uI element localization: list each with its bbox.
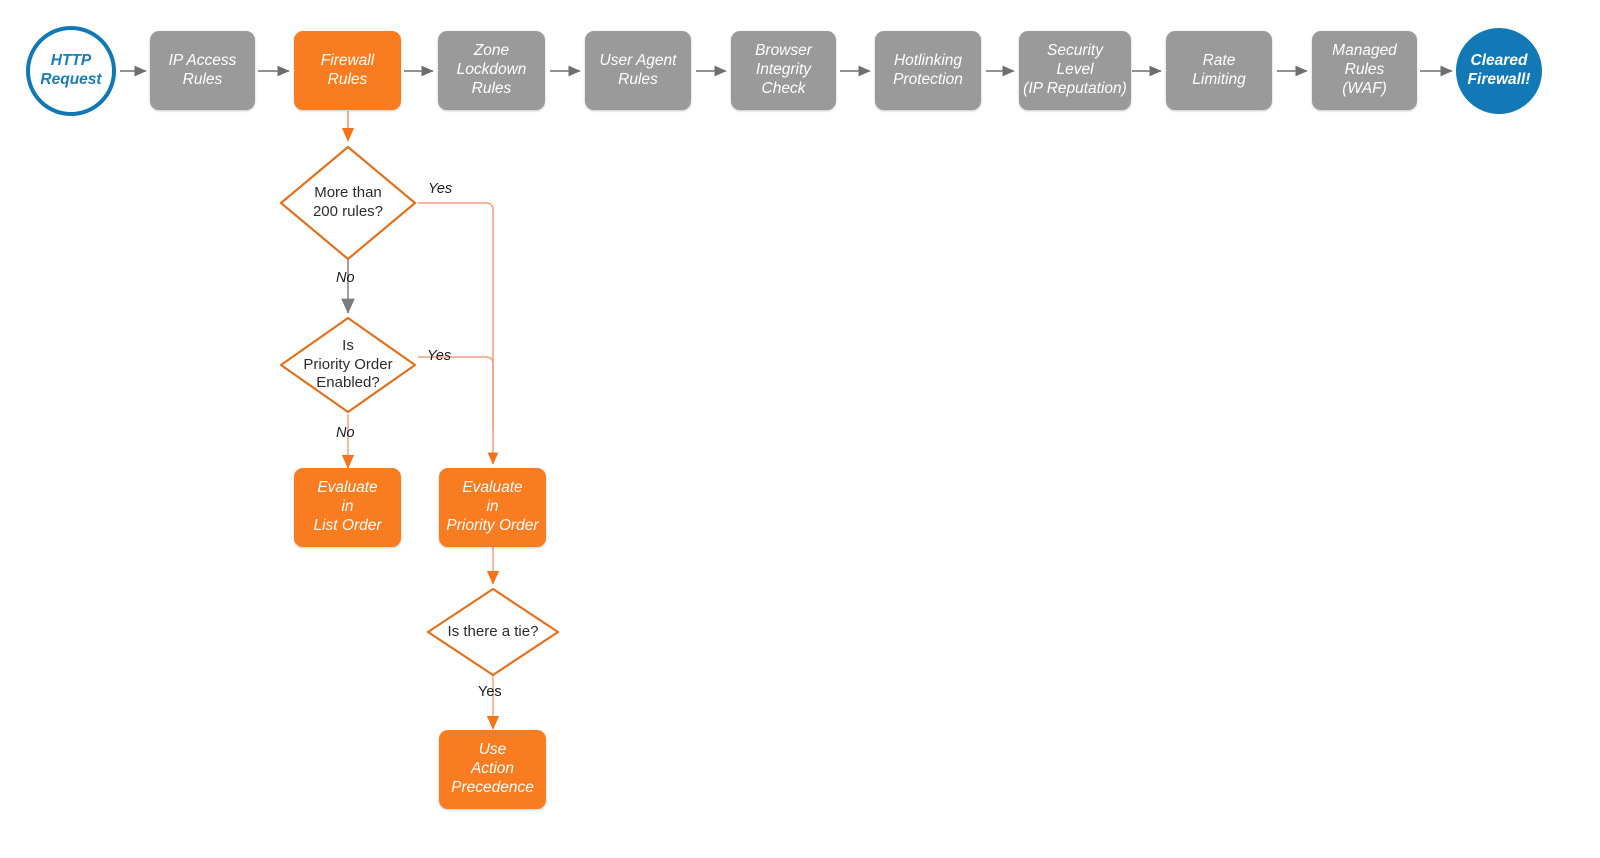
decision-is-priority-order-enabled[interactable]: Is Priority Order Enabled? [278, 315, 418, 415]
node-user-agent-rules[interactable]: User Agent Rules [585, 31, 691, 110]
edge-label-more-than-200-yes: Yes [428, 181, 453, 197]
edge-label-tie-yes: Yes [478, 684, 502, 700]
node-hotlinking-protection-label: Hotlinking Protection [893, 51, 963, 88]
node-security-level[interactable]: Security Level (IP Reputation) [1019, 31, 1131, 110]
edge-label-priority-order-yes: Yes [427, 348, 452, 364]
node-browser-integrity-check-label: Browser Integrity Check [755, 42, 812, 97]
node-security-level-label: Security Level (IP Reputation) [1023, 42, 1127, 97]
node-ip-access-rules-label: IP Access Rules [168, 51, 237, 88]
node-zone-lockdown-rules-label: Zone Lockdown Rules [456, 42, 527, 97]
node-evaluate-in-priority-order[interactable]: Evaluate in Priority Order [439, 468, 546, 547]
node-rate-limiting-label: Rate Limiting [1192, 51, 1246, 88]
node-ip-access-rules[interactable]: IP Access Rules [150, 31, 255, 110]
decision-more-than-200-rules[interactable]: More than 200 rules? [278, 144, 418, 262]
edge-decision1-yes [418, 202, 499, 465]
node-firewall-rules[interactable]: Firewall Rules [294, 31, 401, 110]
node-firewall-rules-label: Firewall Rules [320, 51, 375, 88]
decision-more-than-200-rules-label: More than 200 rules? [312, 184, 384, 220]
node-rate-limiting[interactable]: Rate Limiting [1166, 31, 1272, 110]
node-cleared-firewall-label: Cleared Firewall! [1467, 52, 1531, 88]
node-http-request[interactable]: HTTP Request [26, 26, 116, 116]
node-http-request-label: HTTP Request [40, 52, 102, 88]
node-managed-rules-waf-label: Managed Rules (WAF) [1332, 42, 1397, 97]
node-evaluate-in-priority-order-label: Evaluate in Priority Order [446, 479, 539, 534]
edge-label-more-than-200-no: No [336, 270, 355, 286]
node-use-action-precedence-label: Use Action Precedence [451, 741, 534, 796]
edge-label-priority-order-no: No [336, 425, 355, 441]
node-user-agent-rules-label: User Agent Rules [599, 51, 677, 88]
node-evaluate-in-list-order[interactable]: Evaluate in List Order [294, 468, 401, 547]
node-hotlinking-protection[interactable]: Hotlinking Protection [875, 31, 981, 110]
node-use-action-precedence[interactable]: Use Action Precedence [439, 730, 546, 809]
decision-is-priority-order-enabled-label: Is Priority Order Enabled? [303, 336, 393, 392]
node-cleared-firewall[interactable]: Cleared Firewall! [1456, 28, 1542, 114]
edge-decision2-yes [418, 356, 494, 430]
node-zone-lockdown-rules[interactable]: Zone Lockdown Rules [438, 31, 545, 110]
node-evaluate-in-list-order-label: Evaluate in List Order [313, 479, 382, 534]
node-browser-integrity-check[interactable]: Browser Integrity Check [731, 31, 836, 110]
decision-is-there-a-tie[interactable]: Is there a tie? [425, 586, 561, 678]
decision-is-there-a-tie-label: Is there a tie? [447, 622, 539, 640]
node-managed-rules-waf[interactable]: Managed Rules (WAF) [1312, 31, 1417, 110]
